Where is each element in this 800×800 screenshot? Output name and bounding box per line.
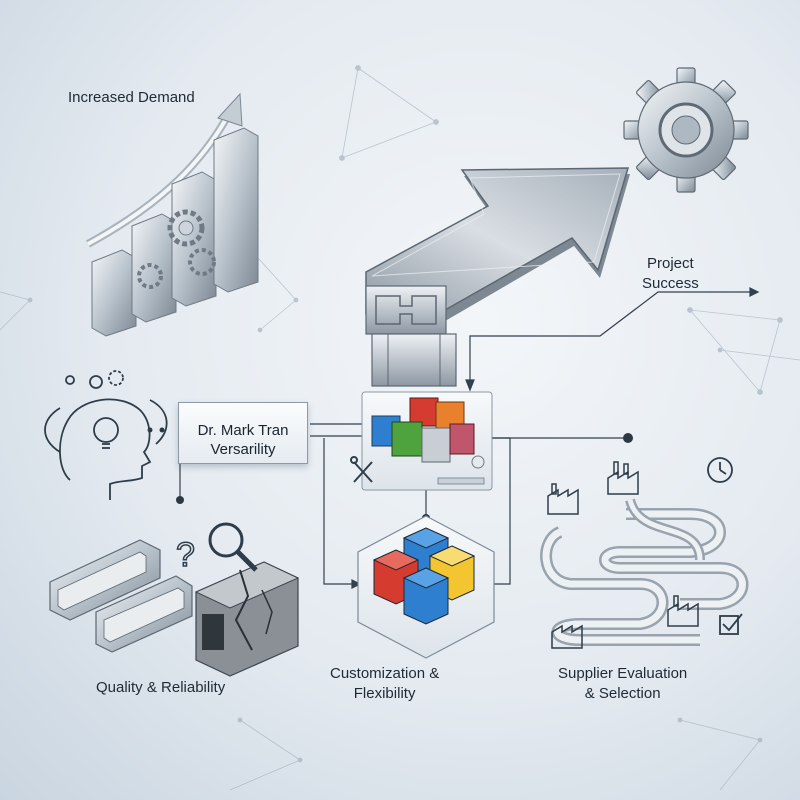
supplier-roads-icon [540,498,749,646]
svg-text:?: ? [176,536,195,574]
increased-demand-label: Increased Demand [68,89,195,106]
project-success-line-2: Success [642,275,699,292]
network-background [0,65,800,791]
expert-card: Dr. Mark Tran Versarility [178,402,308,464]
aluminum-profile-icon [49,539,193,653]
quality-reliability-label: Quality & Reliability [96,679,226,696]
magnifier-icon [208,522,258,572]
central-panel [350,391,493,491]
customization-line-2: Flexibility [353,685,416,702]
customization-label: Customization & Flexibility [330,664,439,704]
customization-cubes [357,515,495,659]
bar-chart-icon [86,92,259,337]
cube-cluster-icon [371,397,475,463]
cracked-profile-icon [194,561,300,677]
checkbox-icon [719,613,743,635]
expert-subtitle: Versarility [210,441,276,458]
factory-icon [547,461,699,649]
customization-line-1: Customization & [330,665,440,682]
project-success-label: Project Success [642,254,699,294]
head-lightbulb-icon [44,370,168,500]
question-mark-icon: ? [175,535,195,575]
expert-name: Dr. Mark Tran [197,422,289,439]
clock-icon [707,457,733,483]
supplier-line-1: Supplier Evaluation [558,665,688,682]
gear-icon [623,67,749,193]
arrow-icon [365,167,630,387]
supplier-line-2: & Selection [584,685,661,702]
tools-icon [350,456,373,483]
project-success-line-1: Project [647,255,694,272]
supplier-evaluation-label: Supplier Evaluation & Selection [558,664,687,704]
